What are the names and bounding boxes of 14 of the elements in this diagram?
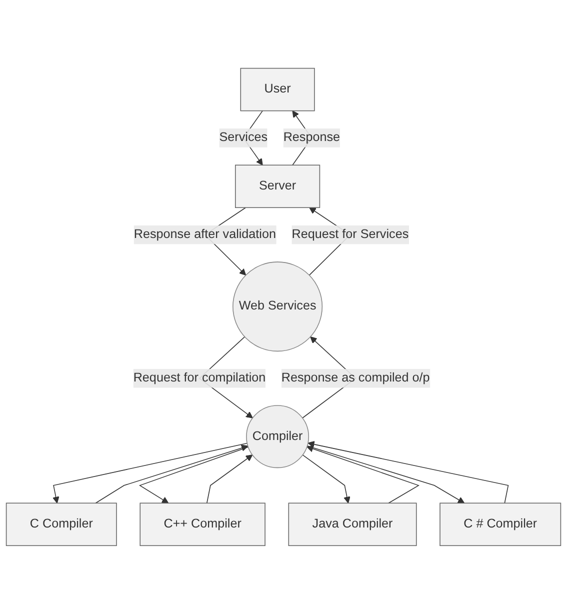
process-box: User [240, 68, 315, 112]
edge-label: Request for Services [292, 225, 409, 244]
process-box: Server [235, 164, 320, 208]
process-box: Java Compiler [288, 502, 417, 546]
edge-label: Services [219, 128, 268, 148]
process-box: C++ Compiler [140, 502, 266, 546]
process-circle: Compiler [246, 405, 310, 468]
process-box: C # Compiler [440, 502, 562, 546]
edge-label: Response as compiled o/p [281, 368, 430, 388]
process-box: C Compiler [6, 502, 117, 546]
edge-label: Request for compilation [133, 368, 266, 388]
edge-label: Response [283, 128, 340, 148]
edge-label: Response after validation [134, 225, 276, 244]
process-circle: Web Services [232, 262, 323, 352]
